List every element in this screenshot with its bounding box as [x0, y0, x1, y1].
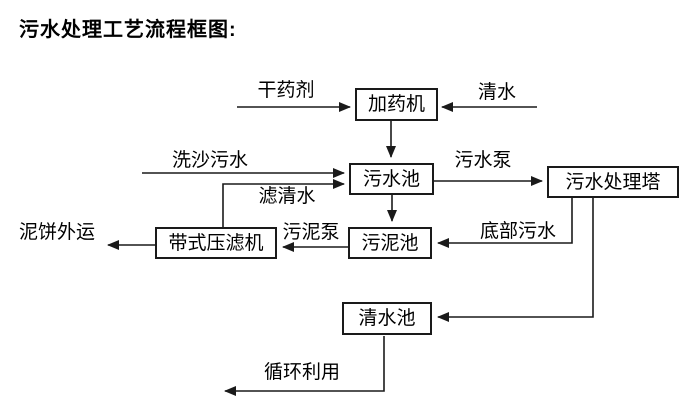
edge-recycle-use-arrow — [224, 336, 385, 396]
edge-filtered-water-arrow — [222, 179, 345, 227]
node-belt-filter-press: 带式压滤机 — [155, 227, 277, 259]
node-clean-water-pool-label: 清水池 — [358, 308, 416, 329]
edge-label-recycle-use: 循环利用 — [263, 362, 341, 383]
node-sewage-pool-label: 污水池 — [362, 168, 420, 190]
node-sewage-pool: 污水池 — [349, 163, 434, 195]
edge-label-sludge-pump: 污泥泵 — [282, 222, 340, 243]
edge-label-clean-water: 清水 — [477, 82, 517, 103]
edge-label-dry-agent: 干药剂 — [257, 80, 315, 101]
edge-bottom-sewage-arrow — [437, 198, 573, 248]
node-treatment-tower: 污水处理塔 — [547, 166, 679, 198]
edge-label-mud-cake-out: 泥饼外运 — [18, 222, 96, 243]
node-dosing-machine: 加药机 — [355, 88, 438, 121]
edge-label-filtered-water: 滤清水 — [258, 186, 316, 207]
edge-label-sand-wash-sewage: 洗沙污水 — [171, 150, 249, 171]
node-clean-water-pool: 清水池 — [342, 302, 432, 335]
page-title: 污水处理工艺流程框图: — [19, 19, 237, 41]
node-dosing-machine-label: 加药机 — [367, 94, 425, 115]
edge-tower-to-clean-pool-arrow — [437, 198, 594, 322]
node-belt-filter-press-label: 带式压滤机 — [168, 232, 264, 254]
node-treatment-tower-label: 污水处理塔 — [565, 171, 661, 193]
edge-label-sewage-pump: 污水泵 — [454, 150, 512, 171]
edge-label-bottom-sewage: 底部污水 — [479, 221, 557, 242]
node-sludge-pool: 污泥池 — [348, 227, 432, 259]
node-sludge-pool-label: 污泥池 — [361, 232, 419, 254]
